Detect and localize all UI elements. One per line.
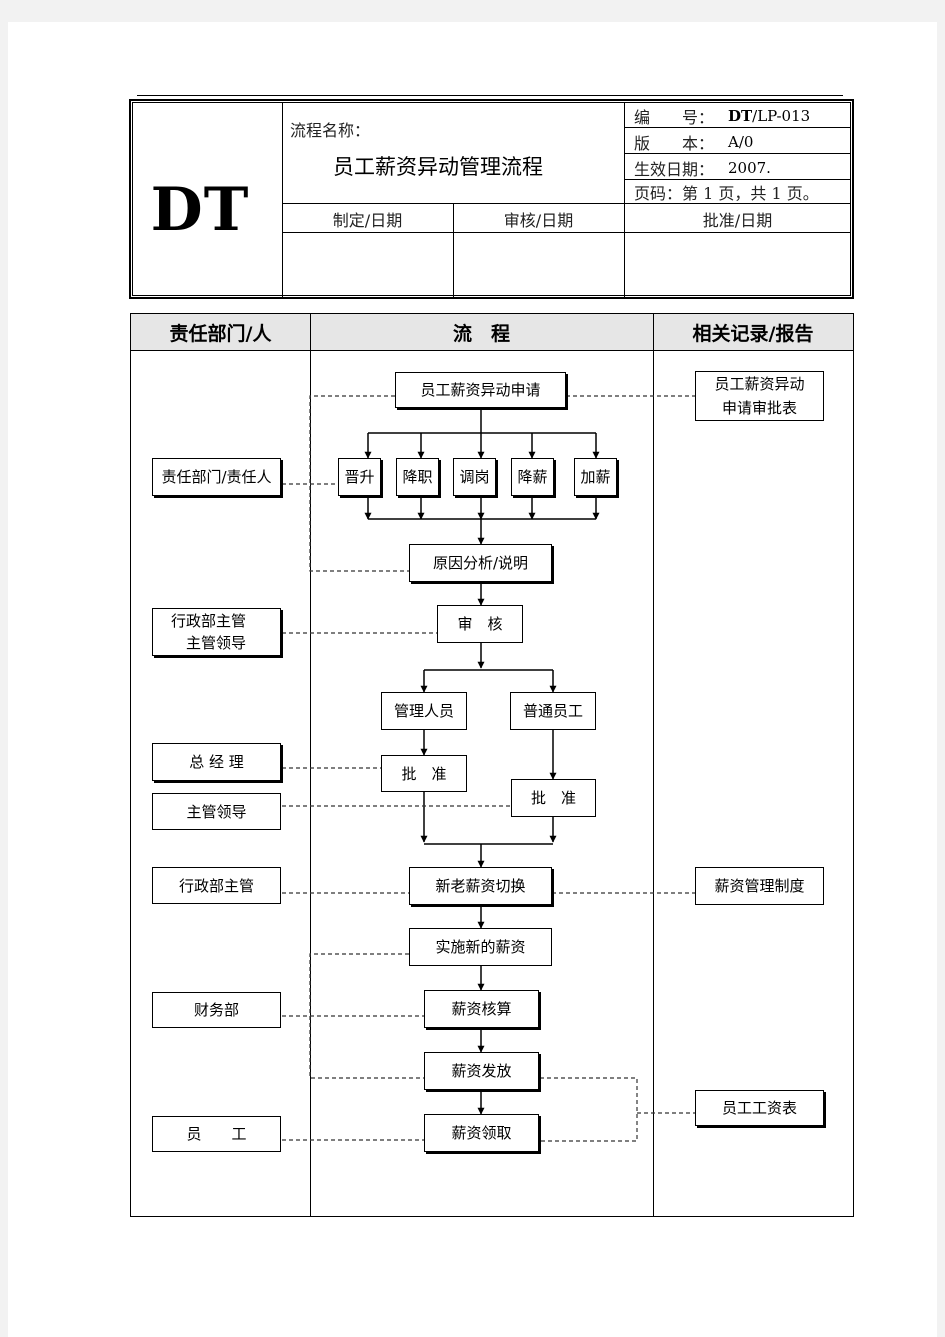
company-logo: DT <box>150 175 250 245</box>
top-rule <box>137 95 843 96</box>
step-pay-cut: 降薪 <box>511 458 554 496</box>
step-staff: 普通员工 <box>510 692 596 730</box>
header-divider <box>624 102 625 297</box>
dept-admin-supervisor-lead: 行政部主管 主管领导 <box>152 608 281 656</box>
header-divider <box>282 232 851 233</box>
record-payroll: 员工工资表 <box>695 1090 824 1126</box>
flow-table <box>130 313 854 1217</box>
step-apply: 员工薪资异动申请 <box>395 372 566 408</box>
record-salary-policy: 薪资管理制度 <box>695 867 824 905</box>
step-receive: 薪资领取 <box>424 1114 539 1152</box>
dept-responsible: 责任部门/责任人 <box>152 458 281 496</box>
step-switch: 新老薪资切换 <box>409 867 552 905</box>
doc-no-label: 编 号： <box>634 108 715 127</box>
column-header-process: 流 程 <box>452 322 510 345</box>
header-divider <box>282 203 851 204</box>
step-demotion: 降职 <box>396 458 439 496</box>
page-info: 页码：第 1 页，共 1 页。 <box>634 184 819 203</box>
header-divider <box>282 102 283 297</box>
dept-general-manager: 总 经 理 <box>152 743 281 781</box>
process-name: 员工薪资异动管理流程 <box>333 155 543 179</box>
effective-date-label: 生效日期： <box>634 160 715 179</box>
step-approve-managers: 批 准 <box>381 755 467 792</box>
step-pay: 薪资发放 <box>424 1052 539 1090</box>
version-value: A/0 <box>728 133 754 151</box>
step-reason: 原因分析/说明 <box>409 544 552 582</box>
reviewed-label: 审核/日期 <box>503 211 574 230</box>
effective-date-value: 2007. <box>728 159 771 177</box>
header-table-inner <box>132 102 851 296</box>
column-divider <box>310 314 311 1216</box>
step-managers: 管理人员 <box>381 692 467 730</box>
approved-label: 批准/日期 <box>702 211 773 230</box>
column-divider <box>653 314 654 1216</box>
header-divider <box>453 203 454 297</box>
step-transfer: 调岗 <box>453 458 496 496</box>
doc-no-prefix: DT <box>728 107 753 125</box>
prepared-label: 制定/日期 <box>332 211 403 230</box>
step-raise: 加薪 <box>574 458 617 496</box>
dept-admin-supervisor: 行政部主管 <box>152 867 281 904</box>
step-promotion: 晋升 <box>338 458 381 496</box>
header-table <box>129 99 854 299</box>
doc-no: DT/LP-013 <box>728 107 810 125</box>
record-approval-form: 员工薪资异动 申请审批表 <box>695 371 824 421</box>
dept-finance: 财务部 <box>152 992 281 1028</box>
step-implement: 实施新的薪资 <box>409 928 552 966</box>
dept-employee: 员 工 <box>152 1116 281 1152</box>
column-header-department: 责任部门/人 <box>169 322 272 345</box>
version-label: 版 本： <box>634 134 715 153</box>
dept-supervisor-lead: 主管领导 <box>152 793 281 830</box>
flow-table-header-bg <box>131 314 853 351</box>
process-name-label: 流程名称： <box>290 121 371 140</box>
column-header-records: 相关记录/报告 <box>692 322 814 345</box>
doc-no-suffix: /LP-013 <box>752 107 811 125</box>
step-approve-staff: 批 准 <box>511 779 596 817</box>
step-review: 审 核 <box>437 605 523 643</box>
step-calculate: 薪资核算 <box>424 990 539 1028</box>
header-divider <box>624 127 851 128</box>
header-divider <box>624 153 851 154</box>
header-divider <box>624 179 851 180</box>
